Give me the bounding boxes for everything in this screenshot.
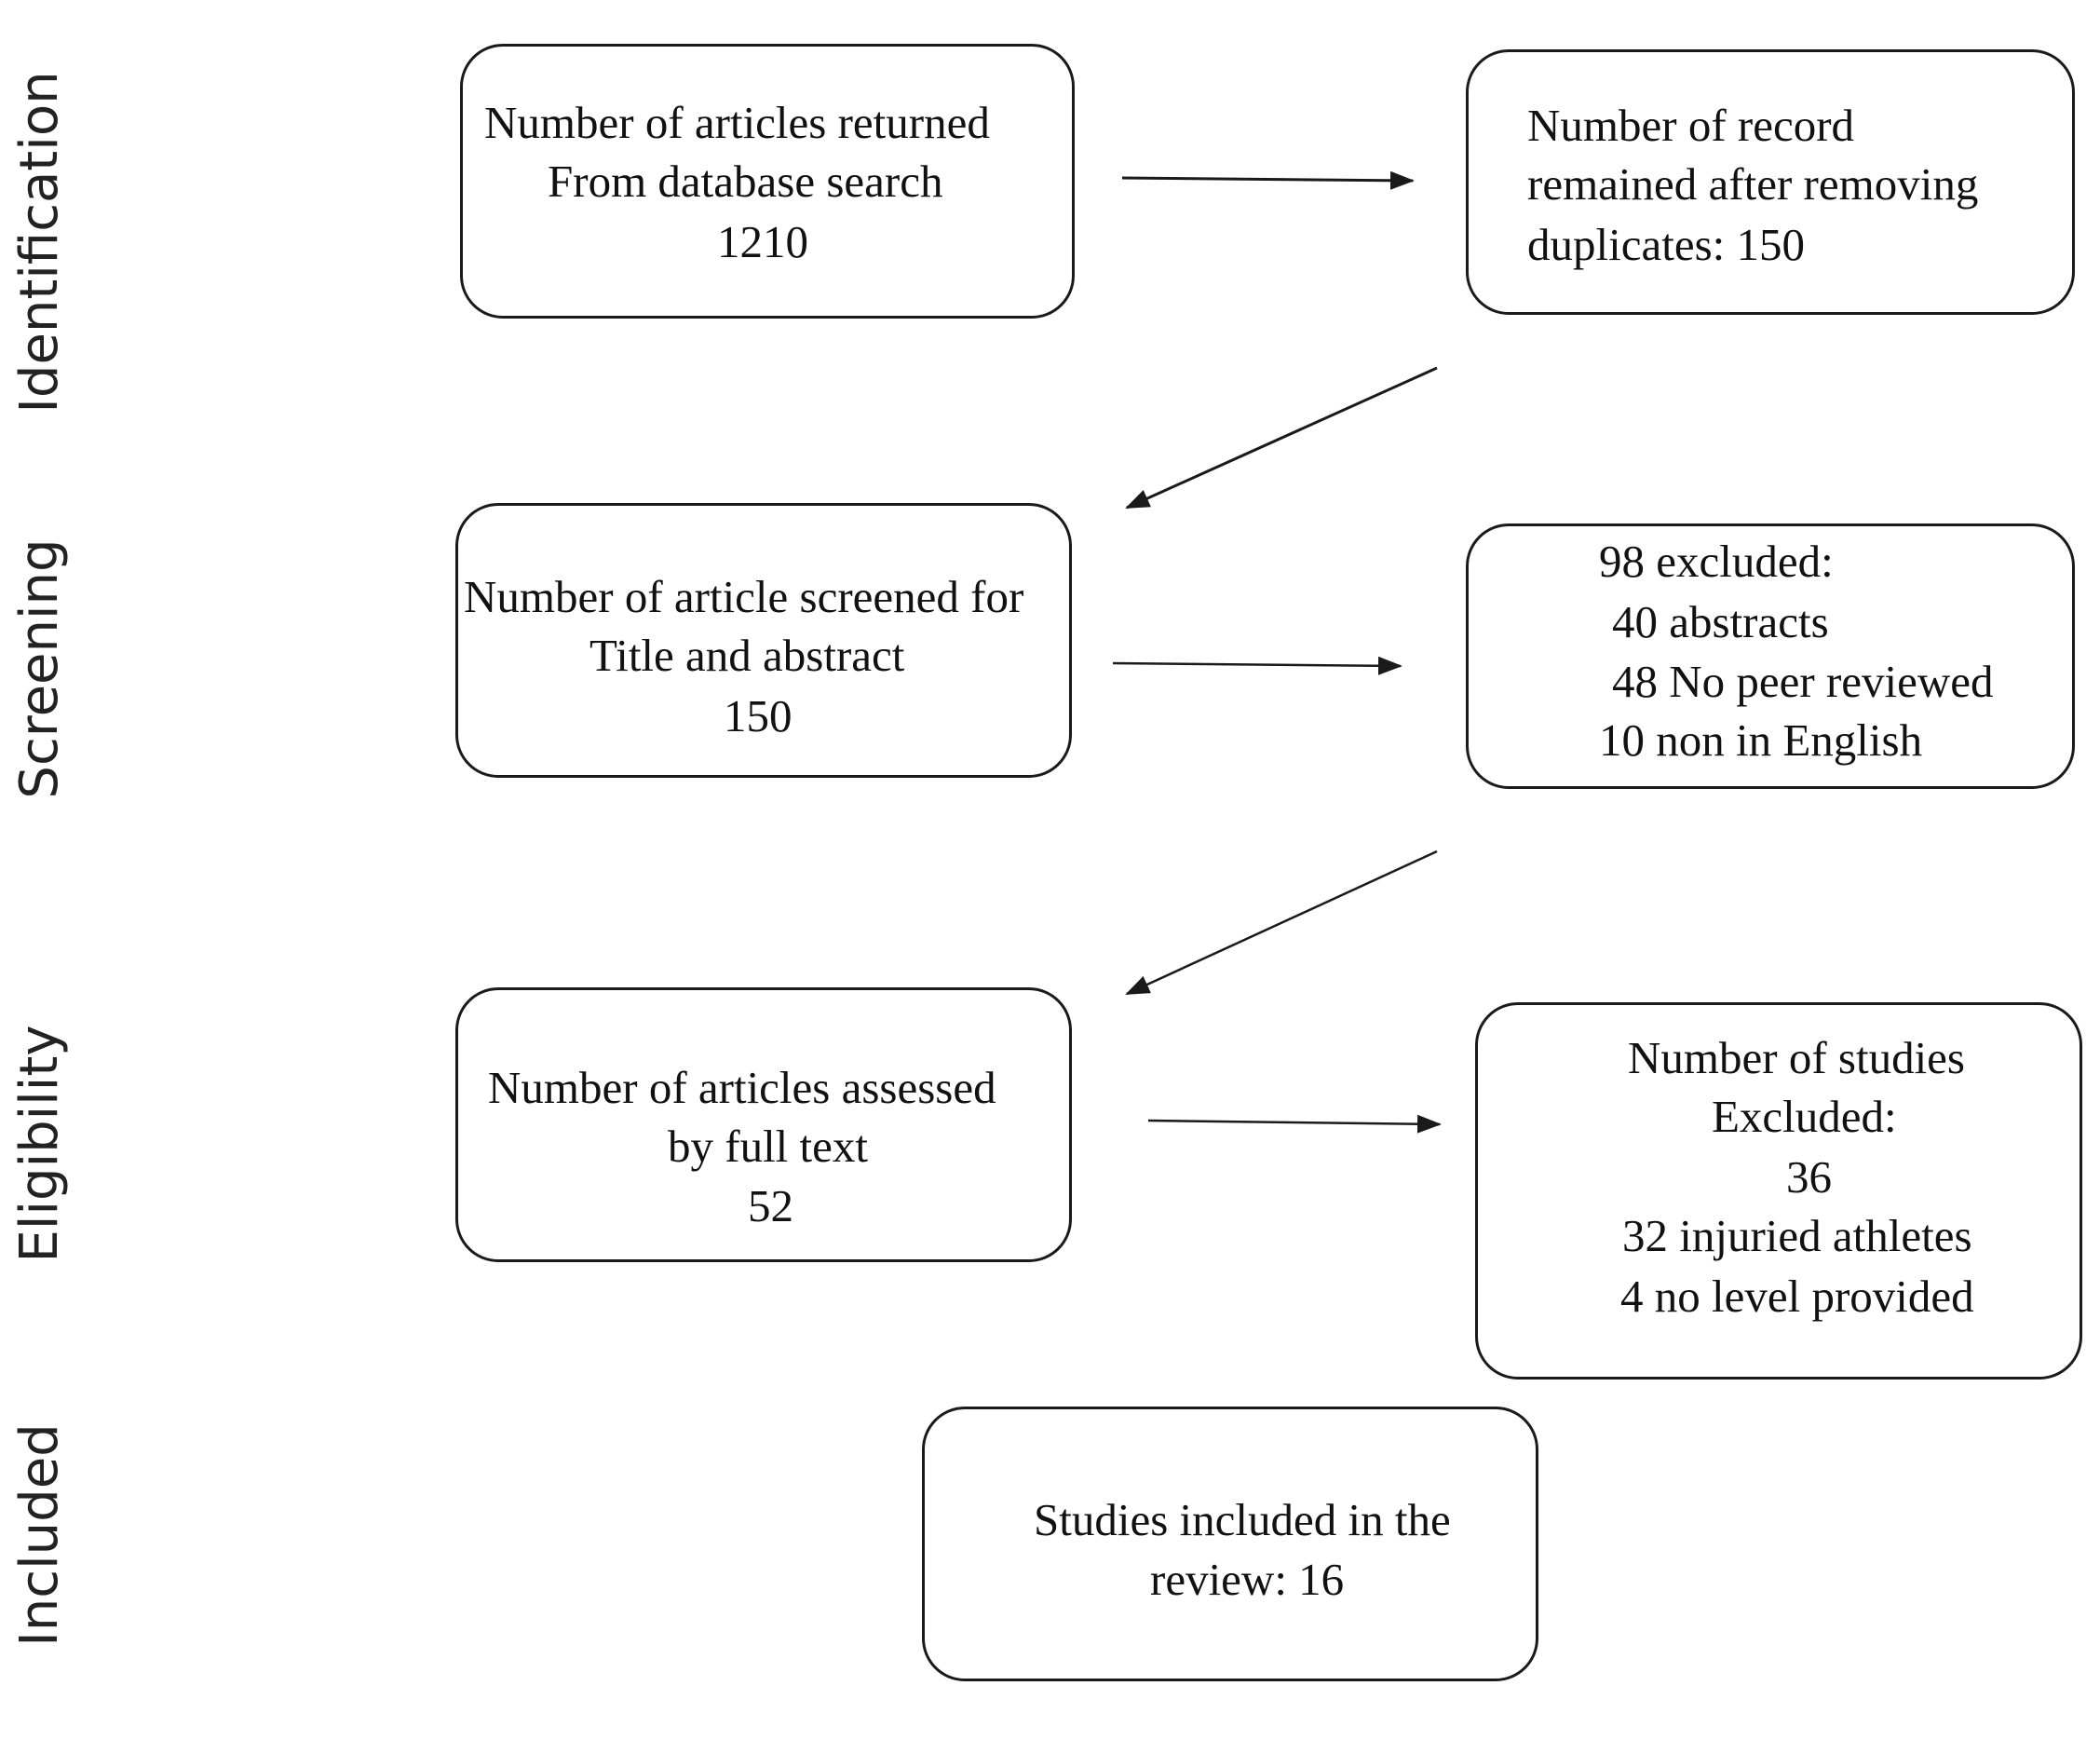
screening-excluded-line4: 10 non in English [1599,714,1923,766]
database-search-line1: Number of articles returned [484,97,990,148]
arrow-fulltext-to-excluded [1147,1114,1442,1134]
included-line1: Studies included in the [1034,1494,1451,1545]
screening-excluded-line1: 98 excluded: [1599,536,1834,587]
box-database-search [460,44,1075,319]
screened-line3: 150 [724,690,793,741]
after-duplicates-line3: duplicates: 150 [1527,219,1806,270]
eligibility-excluded-line1: Number of studies [1628,1032,1965,1083]
database-search-line2: From database search [548,156,943,207]
after-duplicates-line1: Number of record [1527,100,1855,151]
screened-line2: Title and abstract [589,630,905,681]
box-screened [455,503,1072,778]
after-duplicates-line2: remained after removing [1527,158,1979,210]
full-text-line2: by full text [668,1121,869,1172]
full-text-line1: Number of articles assessed [488,1062,996,1113]
eligibility-excluded-line2: Excluded: [1712,1091,1897,1142]
arrow-screened-to-excluded [1112,656,1402,675]
eligibility-excluded-line4: 32 injuried athletes [1622,1210,1972,1261]
database-search-line3: 1210 [717,216,808,267]
box-after-duplicates [1466,49,2075,315]
box-full-text [455,987,1072,1262]
full-text-line3: 52 [748,1180,793,1231]
screening-excluded-line2: 40 abstracts [1612,596,1829,647]
included-line2: review: 16 [1150,1554,1345,1605]
connector-arrows [1112,170,1442,1134]
arrow-duplicates-to-screened [1125,366,1438,510]
screening-excluded-line3: 48 No peer reviewed [1612,656,1994,707]
box-included [922,1407,1538,1681]
eligibility-excluded-line5: 4 no level provided [1620,1271,1974,1322]
box-screening-excluded [1466,523,2075,789]
arrow-excluded-to-fulltext [1125,850,1438,996]
screened-line1: Number of article screened for [464,571,1024,622]
arrow-search-to-duplicates [1121,170,1415,190]
box-eligibility-excluded [1475,1002,2082,1380]
eligibility-excluded-line3: 36 [1786,1151,1832,1203]
prisma-flow-diagram: Identification Screening Eligibility Inc… [9,44,2082,1681]
